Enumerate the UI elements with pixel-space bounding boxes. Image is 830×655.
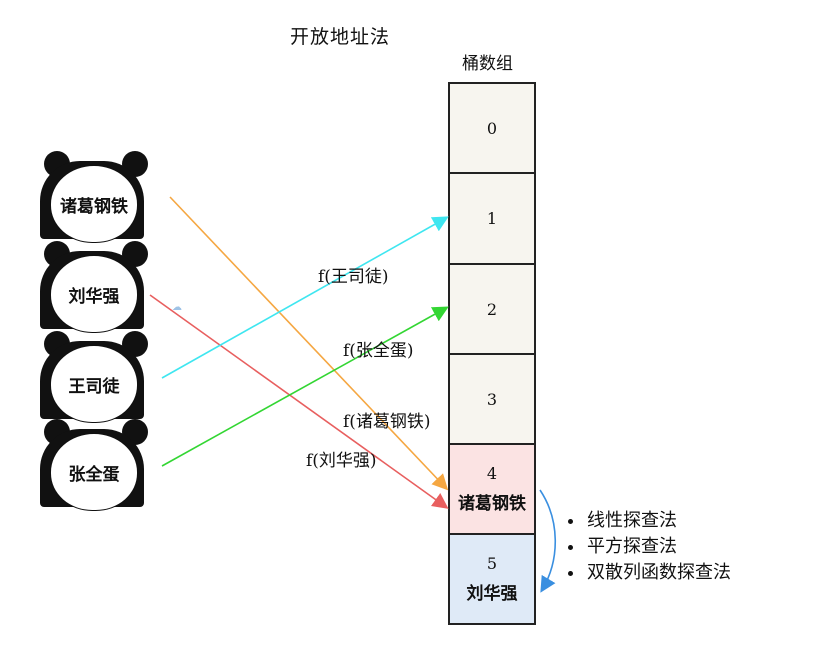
probing-methods-list: 线性探查法 平方探查法 双散列函数探查法	[568, 508, 731, 586]
bucket-index: 5	[486, 554, 498, 573]
hash-label-zhuge: f(诸葛钢铁)	[343, 412, 431, 432]
panda-wang: 王司徒	[40, 331, 148, 423]
panda-head: 刘华强	[40, 251, 144, 333]
panda-label: 张全蛋	[50, 433, 138, 511]
bucket-index: 0	[486, 118, 498, 138]
bucket-array-header: 桶数组	[462, 54, 513, 74]
bucket-index: 2	[486, 299, 498, 319]
arrow-zhuge	[169, 196, 449, 491]
panda-head: 诸葛钢铁	[40, 161, 144, 243]
bucket-index: 1	[486, 209, 498, 228]
bucket-0: 0	[448, 82, 536, 174]
watermark-icon: ☁	[172, 302, 182, 313]
panda-label: 王司徒	[50, 345, 138, 423]
bucket-occupant: 诸葛钢铁	[458, 494, 526, 514]
method-label: 双散列函数探查法	[587, 562, 731, 583]
bullet-icon	[568, 570, 573, 576]
list-item: 平方探查法	[568, 534, 731, 560]
hash-label-zhang: f(张全蛋)	[343, 341, 414, 361]
method-label: 线性探查法	[587, 510, 677, 531]
bullet-icon	[568, 544, 573, 550]
bucket-4: 4 诸葛钢铁	[448, 443, 536, 535]
arrow-liu	[149, 294, 449, 509]
panda-head: 张全蛋	[40, 429, 144, 511]
bucket-occupant: 刘华强	[466, 584, 518, 604]
panda-liu: 刘华强	[40, 241, 148, 333]
bucket-1: 1	[448, 172, 536, 265]
arrow-wang	[161, 216, 449, 379]
bullet-icon	[568, 518, 573, 524]
panda-label: 刘华强	[50, 255, 138, 333]
arrow-zhang	[161, 306, 449, 467]
method-label: 平方探查法	[587, 536, 677, 557]
probe-arrow	[539, 489, 557, 593]
panda-head: 王司徒	[40, 341, 144, 423]
diagram-title: 开放地址法	[290, 26, 391, 48]
list-item: 线性探查法	[568, 508, 731, 534]
hash-label-wang: f(王司徒)	[318, 267, 389, 287]
bucket-5: 5 刘华强	[448, 533, 536, 625]
panda-zhuge: 诸葛钢铁	[40, 151, 148, 243]
hash-label-liu: f(刘华强)	[306, 451, 377, 471]
panda-zhang: 张全蛋	[40, 419, 148, 511]
panda-label: 诸葛钢铁	[50, 165, 138, 243]
bucket-index: 4	[486, 464, 498, 483]
bucket-3: 3	[448, 353, 536, 445]
list-item: 双散列函数探查法	[568, 560, 731, 586]
bucket-index: 3	[486, 389, 498, 409]
